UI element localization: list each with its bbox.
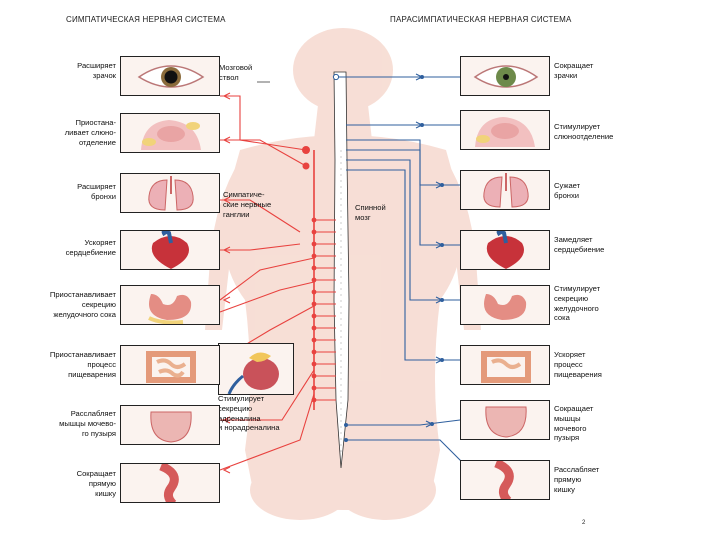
salivary-glands-icon [141,120,201,150]
sacral-outflow-node [344,423,348,427]
bladder-icon [150,411,192,443]
sympathetic-header: СИМПАТИЧЕСКАЯ НЕРВНАЯ СИСТЕМА [66,15,226,24]
parasympathetic-fiber [346,169,460,361]
parasympathetic-ganglion [440,243,444,247]
sympathetic-fiber [220,369,315,421]
kidney-icon [227,352,279,394]
parasympathetic-ganglion [430,422,434,426]
symp-label-eye: Расширяет зрачок [77,61,116,80]
para-organ-intestine [460,345,550,385]
parasympathetic-ganglion [440,298,444,302]
symp-organ-heart [120,230,220,270]
spinal-cord [333,71,350,469]
brainstem-label: Мозговой ствол [219,63,253,82]
para-label-intestine: Ускоряет процесс пищеварения [554,350,602,379]
ganglia-label: Симпатиче- ские нервные ганглии [223,190,272,219]
symp-label-salivary: Приостана- ливает слюно- отделение [64,118,116,147]
eye-icon [137,65,205,88]
rectum-icon [494,461,514,499]
symp-label-heart: Ускоряет сердцебиение [65,238,116,257]
symp-label-rectum: Сокращает прямую кишку [76,469,116,498]
sympathetic-ganglia [302,146,336,410]
intestine-icon [481,351,531,383]
sympathetic-arrow [222,92,231,100]
para-organ-bladder [460,400,550,440]
salivary-glands-icon [475,117,535,147]
adrenal-label: Стимулирует секрецию адреналина и норадр… [218,394,280,433]
symp-organ-intestine [120,345,220,385]
para-organ-salivary [460,110,550,150]
para-label-eye: Сокращает зрачки [554,61,594,80]
parasympathetic-ganglion [440,183,444,187]
para-organ-stomach [460,285,550,325]
sympathetic-arrow [222,466,231,474]
symp-label-stomach: Приостанавливает секрецию желудочного со… [49,290,116,319]
sympathetic-fiber [219,393,315,471]
heart-icon [486,231,524,269]
para-organ-eye [460,56,550,96]
para-organ-heart [460,230,550,270]
sympathetic-fiber [219,281,315,313]
lungs-icon [148,176,194,211]
symp-organ-lungs [120,173,220,213]
para-label-salivary: Стимулирует слюноотделение [554,122,614,141]
parasympathetic-ganglion [440,358,444,362]
para-label-lungs: Сужает бронхи [554,181,581,200]
symp-organ-eye [120,56,220,96]
parasympathetic-header: ПАРАСИМПАТИЧЕСКАЯ НЕРВНАЯ СИСТЕМА [390,15,572,24]
parasympathetic-fiber [346,419,461,426]
parasympathetic-ganglion [420,75,424,79]
sympathetic-fiber [220,95,307,151]
symp-label-bladder: Расслабляет мышцы мочево- го пузыря [59,409,116,438]
sympathetic-arrow [222,246,231,254]
sympathetic-fiber [220,199,301,233]
symp-organ-salivary [120,113,220,153]
symp-organ-stomach [120,285,220,325]
sympathetic-arrow [222,296,231,304]
sympathetic-arrow [222,136,231,144]
parasympathetic-ganglion [420,123,424,127]
sympathetic-fiber [220,243,301,251]
bladder-icon [485,406,527,438]
parasympathetic-nerve-paths [338,73,471,471]
intestine-icon [146,351,196,383]
para-organ-lungs [460,170,550,210]
symp-label-intestine: Приостанавливает процесс пищеварения [49,350,116,379]
heart-icon [151,231,189,269]
sympathetic-arrow [222,196,231,204]
rectum-icon [159,464,179,502]
sympathetic-fiber [219,257,315,301]
parasympathetic-fiber [346,159,460,301]
symp-organ-rectum [120,463,220,503]
para-organ-rectum [460,460,550,500]
sympathetic-nerve-paths [219,92,315,474]
eye-icon [473,65,539,88]
adrenal-kidney-image [218,343,294,395]
sacral-outflow-node [344,438,348,442]
para-label-bladder: Сокращает мышцы мочевого пузыря [554,404,594,443]
para-label-stomach: Стимулирует секрецию желудочного сока [554,284,601,323]
stomach-icon [484,294,527,320]
sympathetic-fiber [220,139,307,167]
para-label-rectum: Расслабляет прямую кишку [554,465,600,494]
lungs-icon [483,173,529,208]
spinal-cord-label: Спинной мозг [355,203,386,222]
sympathetic-arrow [222,416,231,424]
stomach-icon [148,294,192,324]
symp-label-lungs: Расширяет бронхи [77,182,116,201]
page-number: 2 [582,520,586,526]
symp-organ-bladder [120,405,220,445]
para-label-heart: Замедляет сердцебиение [554,235,605,254]
